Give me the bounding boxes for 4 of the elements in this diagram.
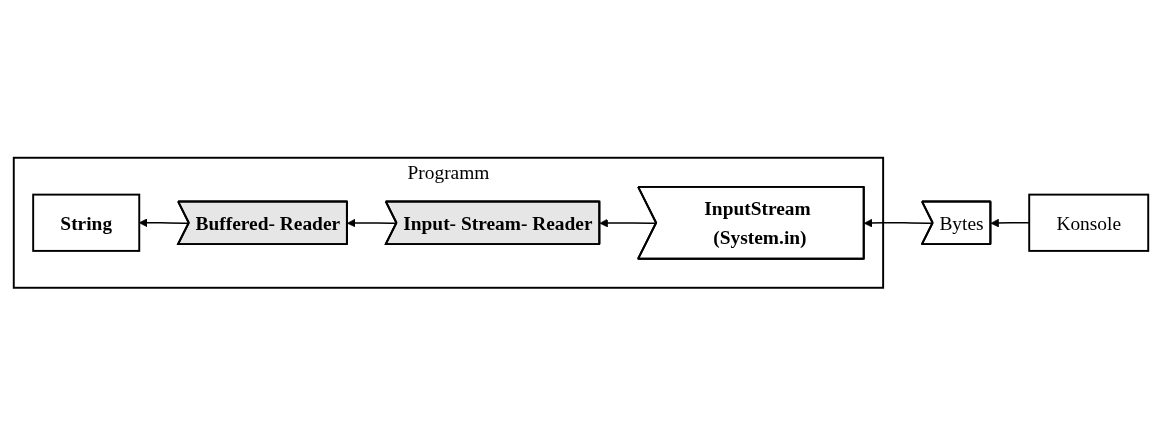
arrow [990, 219, 1030, 228]
node-box: String [32, 193, 141, 253]
node-box: Konsole [1028, 193, 1150, 253]
arrow [863, 219, 934, 228]
